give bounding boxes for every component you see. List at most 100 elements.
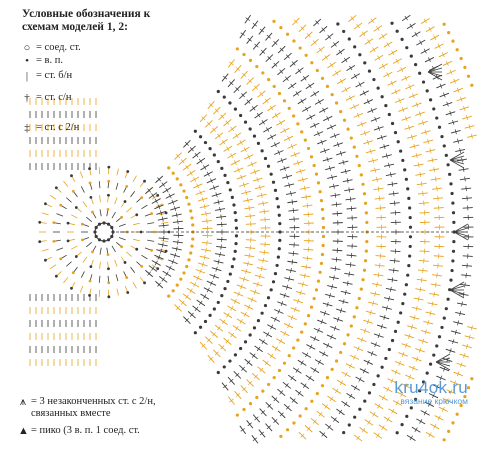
chain-dot [298, 46, 302, 50]
chain-dot [248, 127, 252, 131]
stitch [235, 133, 239, 138]
chain-dot [403, 168, 407, 172]
chain-dot [408, 206, 412, 210]
chain-dot [352, 145, 356, 149]
chain-dot [208, 147, 212, 151]
stitch [286, 284, 289, 290]
stitch [163, 235, 165, 241]
chain-dot [446, 163, 450, 167]
stitch [331, 284, 334, 290]
stitch [454, 129, 457, 135]
stitch [118, 223, 126, 227]
chain-dot [367, 391, 372, 395]
stitch [464, 176, 466, 182]
stitch [290, 267, 292, 274]
stitch [441, 406, 445, 412]
stitch [63, 277, 69, 284]
chain-dot [399, 311, 403, 315]
stitch [349, 65, 353, 71]
stitch [279, 47, 284, 52]
stitch [377, 333, 380, 339]
stitch [247, 37, 252, 42]
stitch [98, 289, 101, 297]
stitch [429, 310, 432, 316]
stitch [459, 310, 462, 317]
stitch [230, 332, 235, 338]
chain-dot [303, 138, 307, 142]
stitch [380, 324, 383, 330]
chain-dot [110, 225, 114, 230]
stitch [259, 28, 265, 33]
stitch [196, 275, 200, 281]
stitch [412, 365, 415, 371]
chain-dot [435, 344, 439, 348]
chain-dot [271, 280, 276, 284]
chain-dot [44, 202, 47, 206]
chain-dot [88, 293, 91, 297]
stitch [205, 211, 207, 217]
chain-dot [150, 249, 153, 252]
stitch [408, 84, 412, 90]
stitch [363, 328, 367, 334]
stitch [405, 342, 408, 348]
stitch [401, 107, 405, 113]
stitch [226, 312, 230, 318]
stitch [334, 388, 339, 394]
chain-dot [447, 429, 451, 433]
stitch [177, 219, 179, 225]
stitch [443, 92, 446, 98]
chain-dot [466, 386, 471, 390]
stitch [259, 367, 264, 373]
chain-dot [320, 252, 325, 257]
chain-dot [312, 163, 316, 168]
stitch [339, 78, 344, 84]
stitch [248, 380, 253, 385]
stitch [326, 116, 330, 121]
stitch [414, 427, 418, 433]
chain-dot [363, 399, 367, 403]
chain-dot [407, 196, 411, 200]
cluster-icon: ⩚ [19, 396, 27, 408]
stitch [285, 54, 290, 59]
chain-dot [321, 243, 325, 248]
stitch [235, 67, 241, 71]
stitch [370, 18, 375, 23]
stitch [260, 266, 263, 272]
stitch [220, 114, 225, 119]
chain-dot [300, 130, 304, 134]
stitch [333, 133, 337, 139]
stitch [385, 305, 388, 311]
chain-dot [91, 250, 94, 254]
chain-dot [466, 74, 471, 78]
stitch [237, 291, 240, 297]
stitch [273, 142, 277, 148]
stitch [256, 281, 259, 287]
picot-fan [449, 285, 465, 291]
chain-dot [292, 114, 296, 118]
stitch [175, 246, 178, 252]
chain-dot [401, 158, 405, 163]
stitch [208, 103, 214, 107]
stitch [370, 351, 374, 356]
stitch [334, 266, 337, 272]
stitch [348, 363, 352, 369]
chain-dot [276, 205, 280, 209]
stitch [235, 393, 241, 397]
chain-dot [432, 353, 436, 357]
stitch [344, 168, 347, 175]
chain-dot [304, 407, 308, 411]
stitch [147, 188, 152, 193]
stitch [273, 62, 278, 67]
stitch [147, 222, 155, 225]
stitch [381, 425, 385, 430]
stitch [421, 120, 425, 126]
stitch [290, 375, 294, 381]
chain-dot [315, 68, 319, 73]
chain-dot [450, 191, 454, 196]
stitch [80, 186, 85, 193]
chain-dot [400, 37, 404, 41]
stitch [111, 245, 116, 253]
chain-dot [409, 406, 413, 410]
stitch [240, 428, 245, 432]
chain-dot [228, 272, 232, 276]
